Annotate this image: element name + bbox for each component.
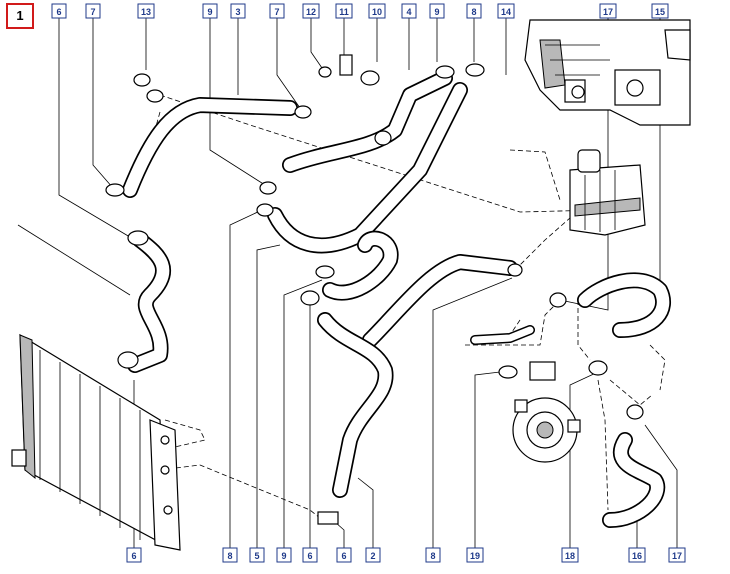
callouts-bottom: 6 8 5 9 6 6 2 8 19 18 16 17 (126, 547, 686, 563)
callout-label: 10 (372, 7, 382, 17)
callout-label: 14 (501, 7, 511, 17)
hoses (122, 70, 671, 528)
callout-label: 7 (274, 7, 279, 17)
clamps (105, 54, 644, 525)
callout-label: 8 (227, 551, 232, 561)
callout-label: 7 (90, 7, 95, 17)
callout-label: 15 (655, 7, 665, 17)
callout-label: 6 (341, 551, 346, 561)
callout-label: 8 (471, 7, 476, 17)
callout-label: 17 (603, 7, 613, 17)
callout-label: 6 (131, 551, 136, 561)
callout-label: 17 (672, 551, 682, 561)
callout-label: 12 (306, 7, 316, 17)
callout-label: 9 (207, 7, 212, 17)
callout-label: 9 (281, 551, 286, 561)
callout-label: 3 (235, 7, 240, 17)
radiator (11, 333, 181, 551)
callout-label: 6 (56, 7, 61, 17)
callout-label: 18 (565, 551, 575, 561)
callout-label: 11 (339, 7, 349, 17)
callout-label: 19 (470, 551, 480, 561)
expansion-tank (569, 149, 646, 236)
callout-label: 6 (307, 551, 312, 561)
callout-label: 9 (434, 7, 439, 17)
callout-label: 16 (632, 551, 642, 561)
callout-label: 2 (370, 551, 375, 561)
callout-label: 8 (430, 551, 435, 561)
engine-block (524, 19, 691, 126)
callout-label: 13 (141, 7, 151, 17)
figure-number-badge: 1 (6, 3, 34, 29)
thermostat-housing (512, 361, 581, 463)
leader-lines (17, 18, 678, 550)
callouts-top: 6 7 13 9 3 7 12 11 10 4 9 8 14 17 15 (51, 3, 669, 19)
callout-label: 4 (406, 7, 411, 17)
callout-label: 5 (254, 551, 259, 561)
